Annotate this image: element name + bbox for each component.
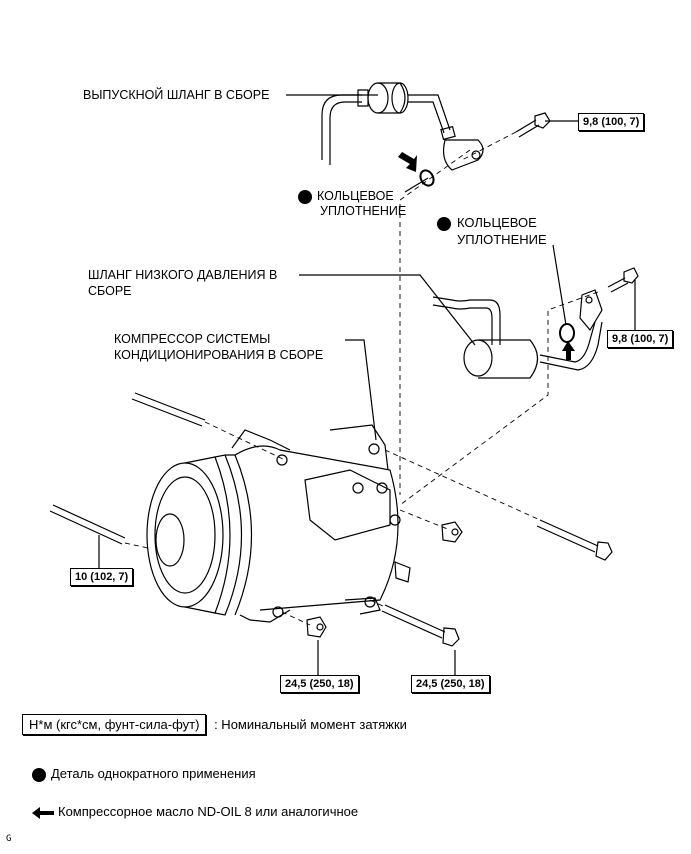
dash-stud-left	[124, 542, 149, 549]
suction-hose-drawing	[432, 289, 603, 379]
label-compressor-line1: КОМПРЕССОР СИСТЕМЫ	[114, 332, 271, 346]
non-reusable-icon	[32, 767, 46, 782]
leader-compressor	[345, 339, 377, 441]
torque-unit-box: Н*м (кгс*см, фунт-сила-фут)	[22, 714, 207, 735]
legend-oil-text: Компрессорное масло ND-OIL 8 или аналоги…	[58, 804, 359, 819]
dash-nut-bottom	[281, 611, 311, 626]
dash-bolt-right	[384, 449, 541, 521]
torque-unit-description: : Номинальный момент затяжки	[214, 717, 407, 732]
label-o-ring-1-line1: КОЛЬЦЕВОЕ	[317, 189, 394, 203]
torque-stud-bolt: 10 (102, 7)	[70, 568, 134, 586]
torque-discharge-bolt: 9,8 (100, 7)	[578, 113, 645, 131]
oil-arrow-icon-1	[398, 152, 417, 172]
label-suction-hose-line2: СБОРЕ	[88, 284, 132, 298]
torque-nut: 24,5 (250, 18)	[280, 675, 359, 693]
stud-bolt-top	[131, 392, 206, 427]
torque-suction-bolt: 9,8 (100, 7)	[607, 330, 674, 348]
discharge-hose-drawing	[321, 82, 484, 187]
label-o-ring-2-line2: УПЛОТНЕНИЕ	[457, 232, 547, 247]
label-suction-hose-line1: ШЛАНГ НИЗКОГО ДАВЛЕНИЯ В	[88, 268, 278, 282]
nut-right	[441, 521, 463, 543]
oil-arrow-icon	[32, 806, 54, 819]
legend-torque-unit: Н*м (кгс*см, фунт-сила-фут) : Номинальны…	[22, 714, 407, 735]
label-o-ring-2: КОЛЬЦЕВОЕ	[437, 215, 537, 231]
legend-non-reusable-text: Деталь однократного применения	[51, 766, 256, 781]
oil-arrow-icon-2	[562, 341, 575, 360]
leader-suction-hose	[299, 274, 476, 346]
o-ring-2	[559, 323, 575, 343]
compressor-drawing	[146, 424, 411, 623]
mount-bolt-right	[536, 519, 613, 561]
suction-bolt-drawing	[607, 267, 639, 293]
label-o-ring-1-line2: УПЛОТНЕНИЕ	[320, 204, 407, 218]
figure-code: G	[6, 834, 12, 844]
discharge-bolt-drawing	[515, 112, 551, 138]
label-compressor-line2: КОНДИЦИОНИРОВАНИЯ В СБОРЕ	[114, 348, 324, 362]
mount-bolt-bottom	[381, 604, 460, 647]
label-o-ring-2-line1: КОЛЬЦЕВОЕ	[457, 215, 537, 230]
legend-non-reusable: Деталь однократного применения	[32, 766, 256, 782]
stud-bolt-left	[49, 504, 126, 545]
torque-mount-bolt: 24,5 (250, 18)	[411, 675, 490, 693]
non-reusable-icon	[298, 189, 312, 204]
nut-bottom	[306, 616, 327, 638]
o-ring-1	[419, 169, 435, 187]
label-o-ring-1: КОЛЬЦЕВОЕ	[298, 188, 394, 204]
leader-o-ring-2	[552, 244, 567, 326]
label-discharge-hose: ВЫПУСКНОЙ ШЛАНГ В СБОРЕ	[83, 88, 270, 102]
dash-discharge-bolt	[461, 131, 517, 161]
dash-stud-top	[204, 421, 286, 461]
legend-oil: Компрессорное масло ND-OIL 8 или аналоги…	[32, 804, 358, 819]
non-reusable-icon	[437, 216, 451, 231]
dash-discharge-fitting	[399, 149, 471, 495]
leader-o-ring-1	[404, 177, 429, 193]
